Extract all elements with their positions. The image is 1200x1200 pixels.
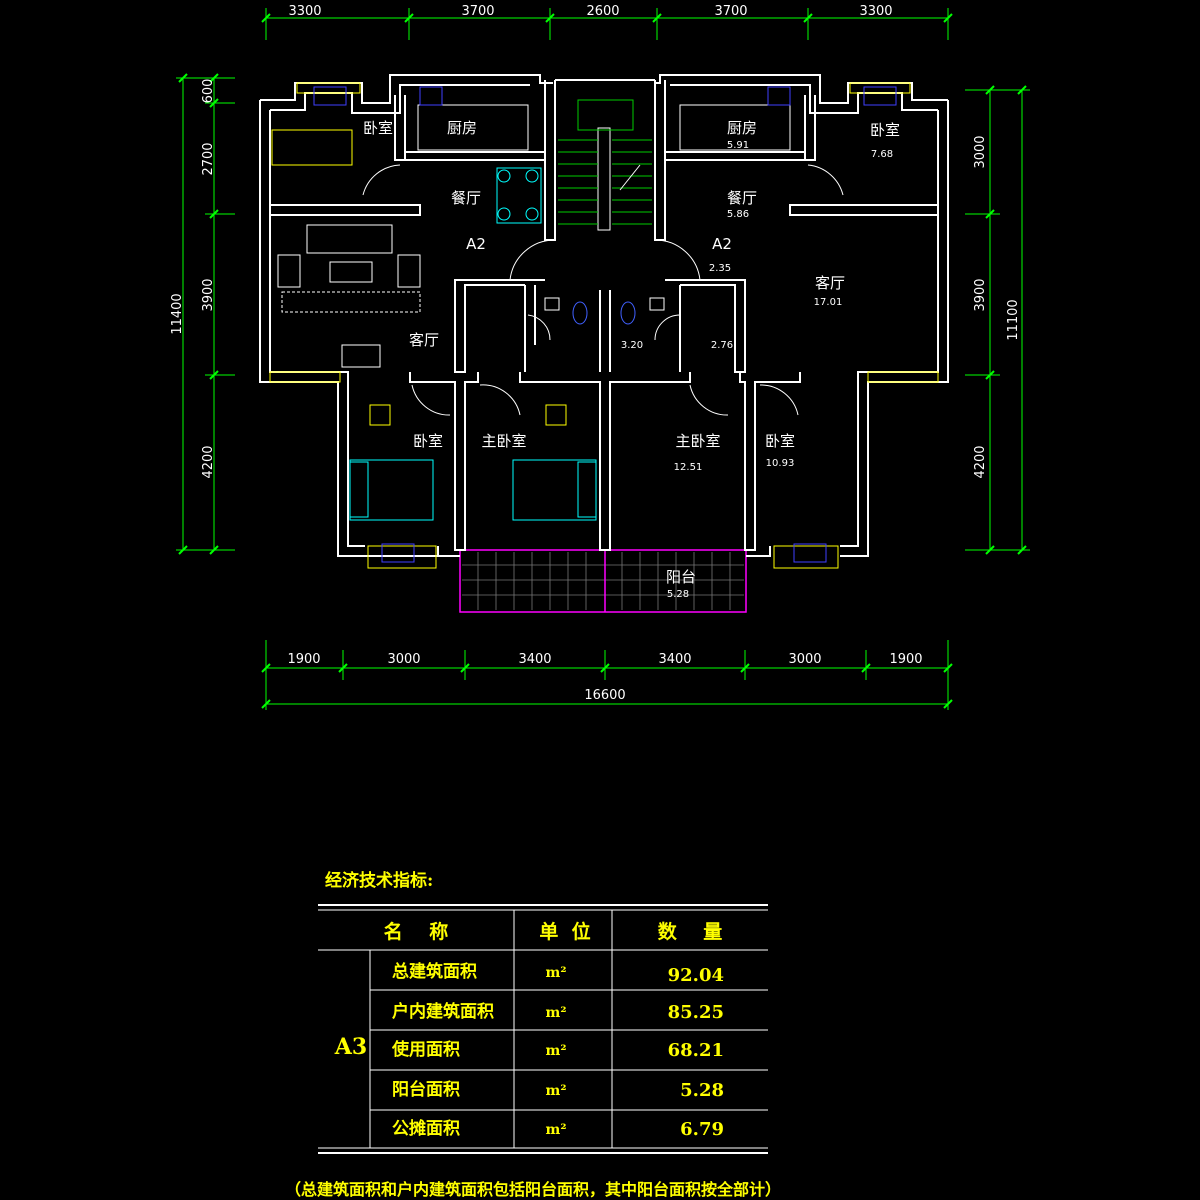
label-bedroom-top-right: 卧室 (870, 121, 900, 139)
walls (259, 74, 949, 557)
area-kitchen-right: 5.91 (727, 140, 749, 151)
staircase (558, 99, 652, 231)
table-note: （总建筑面积和户内建筑面积包括阳台面积，其中阳台面积按全部计） (285, 1180, 782, 1199)
dim-left-4: 4200 (201, 445, 216, 478)
door-arcs (362, 164, 844, 416)
indicator-table (318, 904, 768, 1154)
dim-left-total: 11400 (170, 293, 185, 334)
dim-left-1: 600 (201, 79, 216, 104)
dimension-texts: 3300 3700 2600 3700 3300 1900 3000 3400 … (170, 4, 1021, 703)
area-hall: 2.35 (709, 263, 731, 274)
row-name-2: 户内建筑面积 (392, 1001, 494, 1022)
label-master-right: 主卧室 (675, 432, 720, 450)
furniture (271, 129, 597, 521)
dim-right-total: 11100 (1006, 299, 1021, 340)
dim-top-5: 3300 (859, 4, 892, 19)
area-bath-left: 3.20 (621, 340, 643, 351)
area-balcony: 5.28 (667, 589, 689, 600)
dimension-ticks (178, 13, 1027, 709)
dim-bottom-5: 3000 (788, 652, 821, 667)
area-bedroom-bottom-right: 10.93 (766, 458, 795, 469)
label-dining-right: 餐厅 (727, 189, 757, 207)
row-value-3: 68.21 (668, 1040, 724, 1061)
dim-right-2: 3900 (973, 278, 988, 311)
dim-top-4: 3700 (714, 4, 747, 19)
fixture-symbols (313, 86, 897, 563)
area-bedroom-top-right: 7.68 (871, 149, 893, 160)
windows (269, 82, 939, 569)
table-header-unit: 单 位 (539, 920, 590, 943)
row-value-4: 5.28 (680, 1080, 724, 1101)
dim-top-2: 3700 (461, 4, 494, 19)
row-name-4: 阳台面积 (392, 1079, 460, 1100)
row-value-2: 85.25 (668, 1002, 724, 1023)
row-unit-4: m² (546, 1083, 567, 1099)
table-header-qty: 数 量 (658, 920, 722, 943)
row-unit-1: m² (546, 965, 567, 981)
label-bedroom-bottom-left: 卧室 (413, 432, 443, 450)
label-dining-left: 餐厅 (451, 189, 481, 207)
row-unit-5: m² (546, 1122, 567, 1138)
row-name-5: 公摊面积 (392, 1118, 460, 1139)
living-furniture (277, 104, 791, 368)
table-text: 名 称 单 位 数 量 A3 总建筑面积 m² 92.04 户内建筑面积 m² … (334, 920, 724, 1140)
area-master-right: 12.51 (674, 462, 703, 473)
row-name-1: 总建筑面积 (392, 961, 477, 982)
dim-bottom-2: 3000 (387, 652, 420, 667)
table-type: A3 (334, 1034, 367, 1060)
dim-bottom-3: 3400 (518, 652, 551, 667)
balcony (459, 549, 747, 613)
label-kitchen-left: 厨房 (447, 119, 477, 137)
label-balcony: 阳台 (666, 568, 696, 586)
dimension-lines (176, 8, 1030, 710)
room-labels: 卧室 厨房 厨房 5.91 卧室 7.68 餐厅 餐厅 5.86 A2 A2 2… (363, 119, 900, 600)
row-unit-2: m² (546, 1005, 567, 1021)
row-name-3: 使用面积 (391, 1039, 460, 1060)
dim-bottom-6: 1900 (889, 652, 922, 667)
area-bath-right: 2.76 (711, 340, 733, 351)
dim-left-2: 2700 (201, 142, 216, 175)
dim-right-1: 3000 (973, 135, 988, 168)
table-title: 经济技术指标: (325, 871, 434, 891)
label-living-left: 客厅 (409, 331, 439, 349)
dim-bottom-total: 16600 (584, 688, 625, 703)
label-bedroom-top-left: 卧室 (363, 119, 393, 137)
dim-bottom-1: 1900 (287, 652, 320, 667)
area-living-right: 17.01 (814, 297, 843, 308)
area-dining-right: 5.86 (727, 209, 749, 220)
label-unit-right: A2 (712, 235, 732, 253)
label-bedroom-bottom-right: 卧室 (765, 432, 795, 450)
label-kitchen-right: 厨房 (727, 119, 757, 137)
dim-top-1: 3300 (288, 4, 321, 19)
table-header-name: 名 称 (384, 920, 448, 943)
label-living-right: 客厅 (815, 274, 845, 292)
dim-bottom-4: 3400 (658, 652, 691, 667)
label-unit-left: A2 (466, 235, 486, 253)
dim-right-3: 4200 (973, 445, 988, 478)
row-value-1: 92.04 (668, 965, 724, 986)
label-master-left: 主卧室 (481, 432, 526, 450)
row-unit-3: m² (546, 1043, 567, 1059)
dim-top-3: 2600 (586, 4, 619, 19)
dim-left-3: 3900 (201, 278, 216, 311)
row-value-5: 6.79 (680, 1119, 724, 1140)
